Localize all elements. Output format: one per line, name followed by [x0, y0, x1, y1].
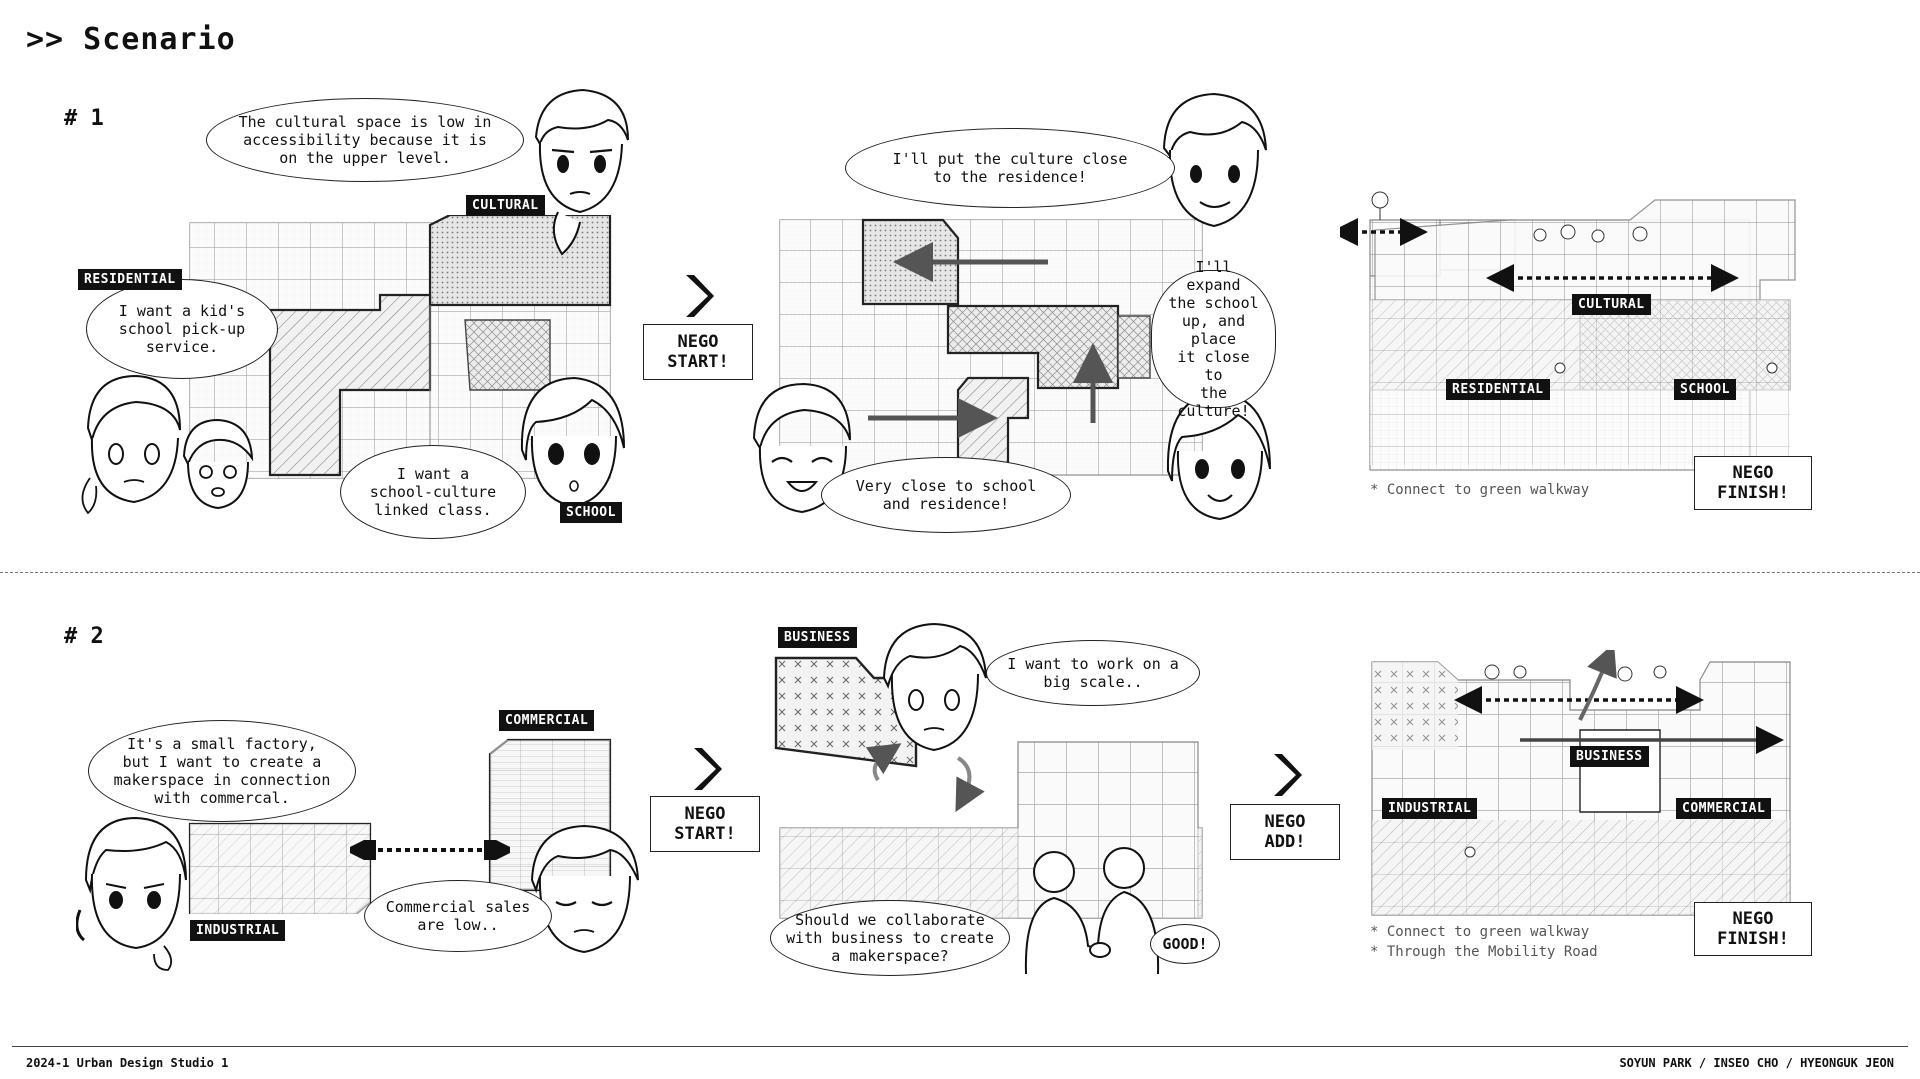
s1-nego-finish-label: NEGO FINISH!	[1694, 456, 1812, 510]
s2-bubble-factory: It's a small factory, but I want to crea…	[88, 720, 356, 822]
footer-course: 2024-1 Urban Design Studio 1	[26, 1056, 229, 1070]
man-face-icon	[534, 88, 629, 256]
s1-tag-residential-final: RESIDENTIAL	[1446, 379, 1550, 400]
s2-note: * Connect to green walkway * Through the…	[1370, 924, 1598, 960]
s2-tag-business-final: BUSINESS	[1570, 746, 1649, 767]
s1-note: * Connect to green walkway	[1370, 482, 1590, 498]
s1-bubble-cultural: The cultural space is low in accessibili…	[206, 98, 524, 182]
s1-tag-cultural-final: CULTURAL	[1572, 294, 1651, 315]
s1-tag-school: SCHOOL	[560, 502, 622, 523]
s1-tag-school-final: SCHOOL	[1674, 379, 1736, 400]
s2-tag-commercial: COMMERCIAL	[499, 710, 595, 731]
school-woman-face-icon	[520, 376, 625, 508]
handshake-figures-icon	[1024, 847, 1160, 975]
scenario-divider	[0, 572, 1920, 573]
scenario-1-number: # 1	[64, 106, 104, 131]
s2-tag-industrial-final: INDUSTRIAL	[1382, 798, 1478, 819]
s1-bubble-residential: I want a kid's school pick-up service.	[86, 279, 278, 379]
s1-building-final	[1340, 191, 1796, 471]
s2-chevron-2-icon	[1274, 754, 1302, 796]
s1-bubble-expand-school: I'll expand the school up, and place it …	[1151, 258, 1276, 420]
industrial-woman-face-icon	[76, 816, 187, 971]
s2-bubble-commercial: Commercial sales are low..	[364, 880, 552, 952]
s2-connection-arrow	[350, 840, 510, 860]
s2-tag-commercial-final: COMMERCIAL	[1676, 798, 1772, 819]
s2-tag-business: BUSINESS	[778, 627, 857, 648]
s2-building-final	[1371, 650, 1791, 916]
child-face-icon	[182, 418, 254, 510]
s1-bubble-very-close: Very close to school and residence!	[821, 457, 1071, 533]
man-smile-face-icon	[1162, 92, 1267, 228]
s1-chevron-1-icon	[686, 275, 714, 317]
s2-bubble-good: GOOD!	[1150, 924, 1220, 964]
page-title: >> Scenario	[26, 22, 236, 57]
s1-tag-cultural: CULTURAL	[466, 195, 545, 216]
s2-nego-add-label: NEGO ADD!	[1230, 804, 1340, 860]
s2-chevron-1-icon	[694, 748, 722, 790]
s1-building-initial	[189, 215, 612, 479]
s1-bubble-school: I want a school-culture linked class.	[340, 445, 526, 539]
s2-nego-start-label: NEGO START!	[650, 796, 760, 852]
business-man-face-icon	[882, 622, 987, 752]
s1-building-negotiation	[779, 218, 1203, 476]
s2-building-initial	[188, 822, 372, 914]
s1-nego-start-label: NEGO START!	[643, 324, 753, 380]
s1-tag-residential: RESIDENTIAL	[78, 269, 182, 290]
s2-bubble-collaborate: Should we collaborate with business to c…	[770, 900, 1010, 976]
s2-bubble-big-scale: I want to work on a big scale..	[986, 640, 1200, 706]
s1-bubble-culture-close: I'll put the culture close to the reside…	[845, 128, 1175, 208]
footer-rule	[12, 1046, 1908, 1047]
s2-nego-finish-label: NEGO FINISH!	[1694, 902, 1812, 956]
school-woman-smile-face-icon	[1166, 391, 1271, 521]
scenario-2-number: # 2	[64, 624, 104, 649]
commercial-man-face-icon	[530, 824, 639, 954]
footer-authors: SOYUN PARK / INSEO CHO / HYEONGUK JEON	[1619, 1056, 1894, 1070]
s2-tag-industrial: INDUSTRIAL	[190, 920, 286, 941]
woman-face-icon	[81, 374, 181, 515]
